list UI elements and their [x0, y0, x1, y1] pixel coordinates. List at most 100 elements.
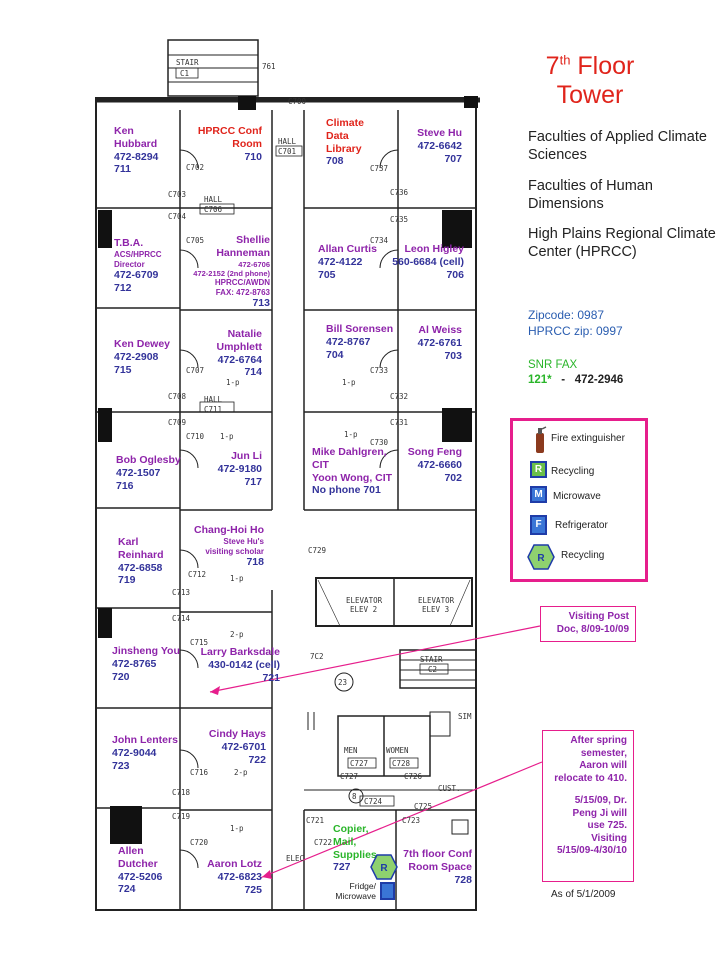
plan-label: C724 [364, 797, 383, 806]
plan-label: C710 [186, 432, 205, 441]
room-line: 722 [248, 753, 266, 766]
room-line: 472-8767 [326, 335, 371, 348]
snr-fax-dash: - [561, 373, 566, 386]
room-line: 717 [244, 475, 262, 488]
room-line: Supplies [333, 848, 377, 861]
plan-label: C709 [168, 418, 187, 427]
room-line: 472-9044 [112, 746, 157, 759]
microwave-icon: M [530, 486, 547, 503]
room-line: Director [114, 259, 145, 269]
room-701: Mike Dahlgren, CIT Yoon Wong, CIT No pho… [312, 446, 392, 497]
room-705: Allan Curtis 472-4122 705 [318, 243, 377, 281]
hprcc-zip: HPRCC zip: 0997 [528, 324, 623, 338]
fridge-icon [380, 882, 395, 900]
callout-line: Aaron will [579, 760, 627, 771]
snr-fax-prefix: 121* [528, 373, 552, 386]
room-line: 706 [446, 268, 464, 281]
room-703: Al Weiss 472-6761 703 [400, 324, 462, 362]
room-line: 472-6642 [417, 139, 462, 152]
room-line: 472-8765 [112, 657, 157, 670]
plan-label: C725 [414, 802, 433, 811]
plan-label: C707 [186, 366, 205, 375]
room-725: Aaron Lotz 472-6823 725 [196, 858, 262, 896]
plan-label: C728 [392, 759, 411, 768]
room-724: Allen Dutcher 472-5206 724 [118, 845, 162, 896]
plan-label: C723 [402, 816, 421, 825]
room-line: Jun Li [231, 450, 262, 462]
plan-label: ELEC [286, 854, 305, 863]
plan-label: C702 [186, 163, 205, 172]
plan-label: C706 [204, 205, 223, 214]
plan-label: C705 [186, 236, 205, 245]
room-line: T.B.A. [114, 237, 144, 249]
plan-label: SIM [458, 712, 472, 721]
room-line: Copier, [333, 823, 369, 835]
faculty-hprcc: High Plains Regional Climate Center (HPR… [528, 226, 716, 261]
room-line: 710 [244, 150, 262, 163]
room-line: FAX: 472-8763 [215, 287, 270, 297]
room-line: Room [232, 137, 262, 150]
room-line: 472-8294 [114, 150, 159, 163]
room-line: Ken [114, 125, 134, 137]
callout-line: 5/15/09-4/30/10 [556, 845, 627, 856]
room-713: Shellie Hanneman 472-6706 472-2152 (2nd … [172, 234, 270, 310]
plan-label: C700 [288, 97, 307, 106]
callout-line: Visiting Post [568, 611, 629, 622]
title-floor: Floor [570, 52, 635, 80]
room-line: Song Feng [407, 446, 462, 458]
room-line: John Lenters [112, 734, 178, 746]
room-line: 725 [244, 883, 262, 896]
legend-fire-label: Fire extinguisher [551, 433, 625, 444]
plan-label: HALL [204, 395, 223, 404]
relocation-callout: After spring semester, Aaron will reloca… [542, 730, 634, 882]
room-723: John Lenters 472-9044 723 [112, 734, 178, 772]
room-714: Natalie Umphlett 472-6764 714 [192, 328, 263, 379]
plan-label: C712 [188, 570, 207, 579]
room-717: Jun Li 472-9180 717 [200, 450, 262, 488]
room-line: 702 [444, 471, 462, 484]
legend-refrigerator-label: Refrigerator [555, 520, 608, 531]
room-line: Steve Hu's [223, 536, 264, 546]
plan-label: C713 [172, 588, 191, 597]
plan-label: HALL [278, 137, 297, 146]
room-line: 718 [246, 556, 264, 569]
plan-label: 2-p [230, 630, 244, 639]
plan-label: 23 [338, 678, 348, 687]
room-line: Yoon Wong, CIT [312, 471, 393, 484]
plan-label: ELEVATOR [346, 596, 383, 605]
room-line: 560-6684 (cell) [392, 255, 464, 268]
legend-box: Fire extinguisher R Recycling M Microwav… [510, 418, 648, 582]
room-721: Larry Barksdale 430-0142 (cell) 721 [192, 646, 280, 684]
plan-label: C734 [370, 236, 389, 245]
zipcode: Zipcode: 0987 [528, 308, 605, 322]
plan-label: C730 [370, 438, 389, 447]
room-line: 7th floor Conf [403, 848, 472, 860]
callout-line: Peng Ji will [572, 807, 627, 819]
plan-label: C736 [390, 188, 409, 197]
room-line: 472-4122 [318, 255, 363, 268]
room-line: Natalie [227, 328, 262, 340]
room-line: 712 [114, 282, 132, 295]
faculty-applied: Faculties of Applied Climate Sciences [528, 129, 707, 164]
room-704: Bill Sorensen 472-8767 704 [326, 323, 393, 361]
room-line: Climate [326, 117, 364, 129]
plan-label: ELEV 3 [422, 605, 450, 614]
room-line: Aaron Lotz [207, 858, 262, 870]
plan-label: ELEV 2 [350, 605, 378, 614]
room-line: Reinhard [118, 548, 164, 561]
as-of-date: As of 5/1/2009 [551, 889, 616, 900]
room-707: Steve Hu 472-6642 707 [400, 127, 462, 165]
plan-label: 761 [262, 62, 276, 71]
plan-label: 1-p [220, 432, 234, 441]
plan-label: C737 [370, 164, 389, 173]
room-708: Climate Data Library 708 [326, 117, 364, 168]
fire-extinguisher-icon [536, 426, 547, 453]
plan-label: C719 [172, 812, 191, 821]
plan-label: C733 [370, 366, 389, 375]
snr-fax-number: 472-2946 [574, 373, 624, 386]
plan-label: C701 [278, 147, 297, 156]
plan-label: C1 [180, 69, 190, 78]
plan-label: STAIR [176, 58, 199, 67]
legend-recycling-label: Recycling [551, 466, 595, 477]
